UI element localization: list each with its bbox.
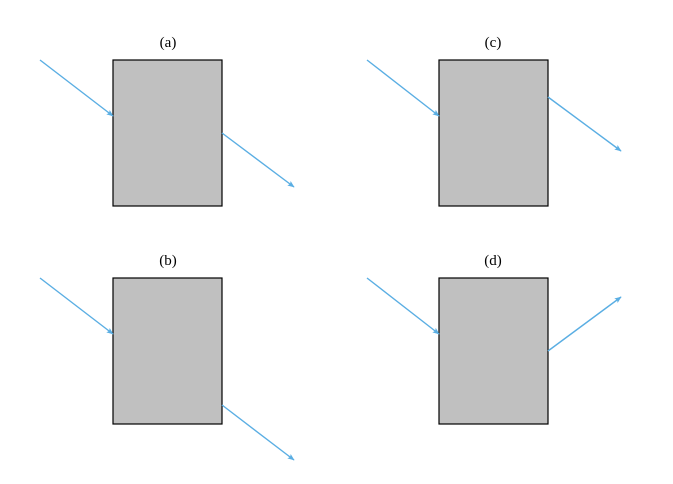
panel-a-emergent-ray [221, 132, 295, 188]
panel-c: (c) [366, 35, 622, 207]
panel-b-label: (b) [159, 253, 177, 269]
panel-d-emergent-ray [547, 296, 622, 352]
panel-d-label: (d) [484, 253, 502, 269]
panel-d-incident-ray [366, 277, 440, 335]
panel-c-label: (c) [485, 35, 502, 51]
panel-c-emergent-ray [547, 96, 622, 152]
panel-c-block [438, 59, 549, 207]
panel-d: (d) [366, 253, 622, 425]
panel-d-block [438, 277, 549, 425]
panel-c-incident-ray [366, 59, 440, 117]
panel-a-block [112, 59, 223, 207]
panel-a: (a) [39, 35, 295, 207]
panel-a-incident-ray [39, 59, 114, 117]
panel-a-label: (a) [160, 35, 177, 51]
panel-b: (b) [39, 253, 295, 461]
panel-b-block [112, 277, 223, 425]
panel-b-incident-ray [39, 277, 114, 335]
panel-b-emergent-ray [221, 404, 295, 461]
